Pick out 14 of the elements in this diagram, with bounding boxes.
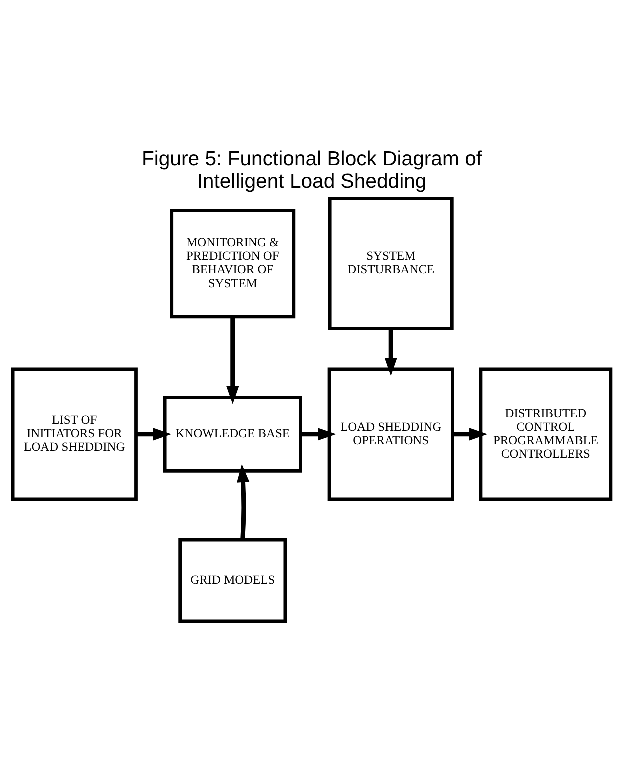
arrow	[300, 428, 336, 440]
arrow	[384, 328, 398, 376]
arrow	[236, 464, 250, 540]
arrow	[452, 428, 488, 440]
node-box: DISTRIBUTED CONTROL PROGRAMMABLE CONTROLLERS	[479, 367, 613, 501]
arrow	[226, 316, 240, 404]
node-box: KNOWLEDGE BASE	[163, 396, 302, 472]
diagram-title: Figure 5: Functional Block Diagram of Intelligent Load Shedding	[142, 148, 482, 192]
node-box: SYSTEM DISTURBANCE	[328, 196, 454, 330]
node-box: LOAD SHEDDING OPERATIONS	[328, 367, 454, 501]
arrow	[136, 428, 172, 440]
node-box: MONITORING & PREDICTION OF BEHAVIOR OF SYSTEM	[170, 208, 296, 318]
node-box: GRID MODELS	[178, 538, 288, 623]
node-box: LIST OF INITIATORS FOR LOAD SHEDDING	[11, 367, 138, 501]
